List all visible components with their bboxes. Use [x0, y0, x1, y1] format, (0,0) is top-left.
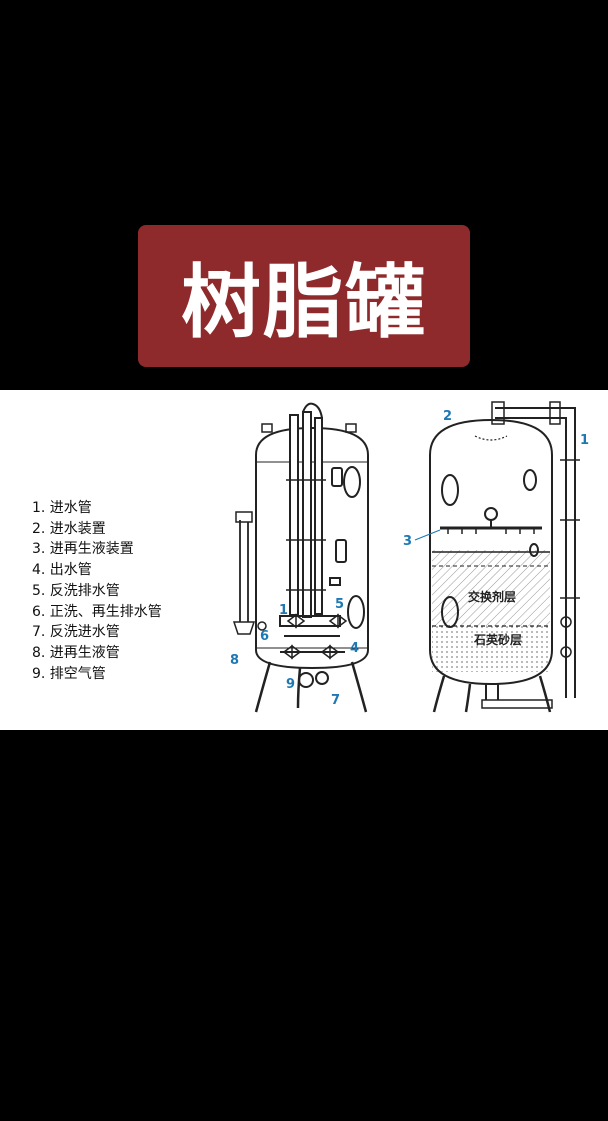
callout-3: 3: [403, 534, 412, 549]
callout-6: 6: [260, 629, 269, 644]
legend-item: 3. 进再生液装置: [32, 541, 134, 558]
callout-2: 2: [443, 409, 452, 424]
right-callouts: 2 1 3: [403, 409, 589, 549]
left-callouts: 1 5 6 8 9 4 7: [230, 597, 359, 708]
legend-item: 2. 进水装置: [32, 520, 106, 537]
parts-legend: 1. 进水管 2. 进水装置 3. 进再生液装置 4. 出水管 5. 反洗排水管…: [32, 498, 162, 684]
legend-item: 5. 反洗排水管: [32, 582, 120, 599]
legend-item: 6. 正洗、再生排水管: [32, 603, 162, 620]
quartz-layer-label: 石英砂层: [473, 632, 522, 647]
exterior-tank-drawing: [232, 402, 369, 713]
callout-1-right: 1: [580, 433, 589, 448]
cutaway-tank-drawing: [429, 401, 580, 713]
legend-item: 9. 排空气管: [32, 665, 106, 682]
callout-7: 7: [331, 693, 340, 708]
callout-1-left: 1: [279, 603, 288, 618]
callout-5: 5: [335, 597, 344, 612]
callout-4: 4: [350, 641, 359, 656]
callout-8: 8: [230, 653, 239, 668]
page-title: 树脂罐: [181, 256, 427, 349]
resin-layer-label: 交换剂层: [468, 589, 516, 604]
title-banner: 树脂罐: [138, 225, 470, 367]
legend-item: 4. 出水管: [32, 562, 92, 579]
legend-item: 1. 进水管: [32, 500, 92, 516]
legend-item: 8. 进再生液管: [32, 644, 120, 661]
tank-diagrams: 交换剂层 石英砂层 1 5 6 8 9 4 7 2 1 3: [230, 401, 589, 713]
legend-item: 7. 反洗进水管: [32, 624, 120, 641]
callout-9: 9: [286, 677, 295, 692]
